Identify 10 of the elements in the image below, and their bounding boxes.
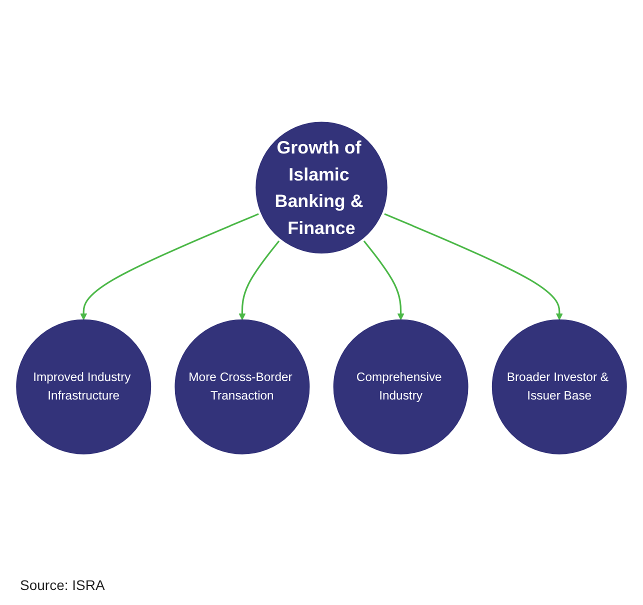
- arrow: [80, 213, 260, 320]
- node-circle: Broader Investor & Issuer Base: [492, 320, 627, 455]
- node-circle: Growth of Islamic Banking & Finance: [253, 120, 390, 256]
- arrow: [383, 213, 563, 320]
- source-note: Source: ISRA: [20, 577, 105, 593]
- node-circle: Improved Industry Infrastructure: [16, 320, 152, 455]
- arrow: [238, 240, 280, 320]
- node-circle: Comprehensive Industry: [333, 320, 468, 455]
- arrow: [362, 240, 404, 320]
- node-circle: More Cross-Border Transaction: [174, 320, 310, 455]
